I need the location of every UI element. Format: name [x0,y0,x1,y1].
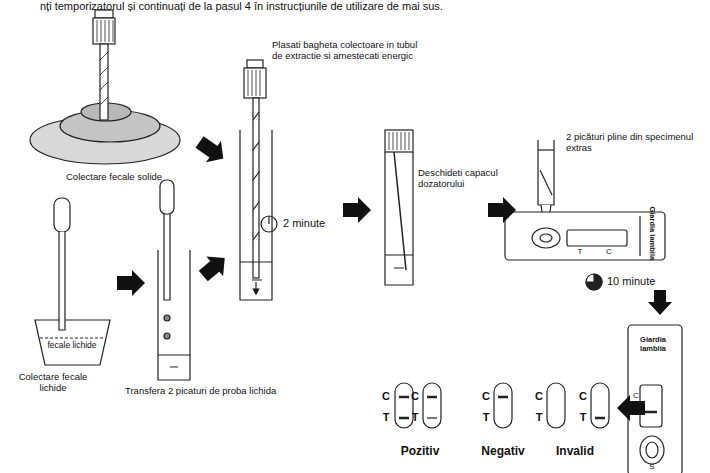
dispenser [538,140,554,218]
label-text: fecale lichide [47,341,97,351]
label-text: 2 minute [283,217,343,230]
label-text: C [604,247,614,256]
result-strips [395,383,609,428]
label-text: Negativ [468,445,538,459]
flow-arrows [117,131,672,421]
label-text: C [380,390,392,403]
label-text: C [409,390,421,403]
label-text: Colectare fecale solide [66,172,206,183]
label-text: C [577,390,589,403]
label-text: 10 minute [607,275,677,288]
label-text: T [380,411,392,424]
label-text: 2 picături pline din specimenul extras [566,132,696,154]
label-text: Colectare fecale lichide [8,372,98,394]
label-text: T [480,411,492,424]
label-text: C [480,390,492,403]
label-text: T [575,247,585,256]
label-text: T [577,411,589,424]
timers [261,216,602,290]
opened-tube [385,130,413,285]
solid-feces [30,10,180,164]
label-text: T [533,411,545,424]
label-text: C [533,390,545,403]
label-text: C [631,391,641,400]
label-text: Deschideti capacul dozatorului [418,168,518,190]
extraction-tube [240,60,272,300]
label-text: Plasati bagheta colectoare in tubul de e… [272,40,422,62]
label-text: Giardia lamblia [638,336,668,353]
test-cassette [505,212,665,260]
label-text: Pozitiv [380,445,460,459]
liquid-collection [35,198,110,365]
label-text: T [631,405,641,414]
label-text: Invalid [530,445,620,459]
label-text: T [409,411,421,424]
label-text: S [646,462,658,471]
label-text: Giardia lamblia [648,203,657,263]
transfer-tube [158,180,190,380]
vertical-cassette [628,325,682,473]
label-text: nți temporizatorul și continuați de la p… [40,0,640,13]
label-text: Transfera 2 picaturi de proba lichida [125,386,315,397]
